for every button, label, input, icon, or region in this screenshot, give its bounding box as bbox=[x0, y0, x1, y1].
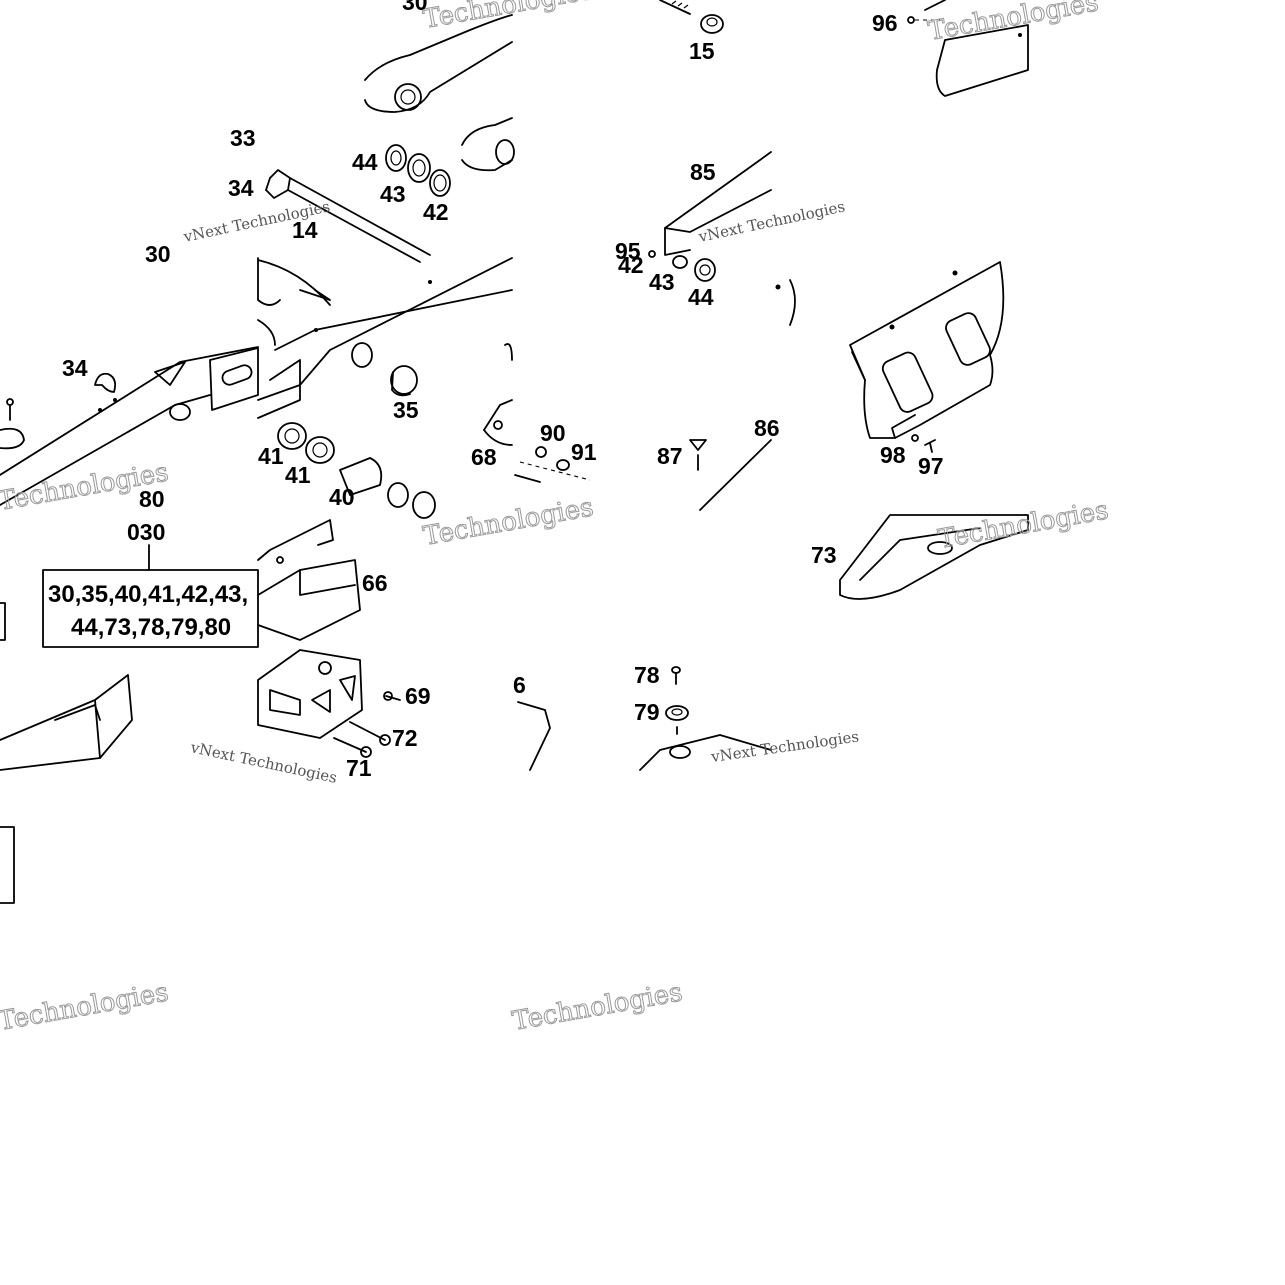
cap-35-drawing bbox=[390, 365, 418, 397]
kit-contents-line-2: 44,73,78,79,80 bbox=[71, 614, 231, 641]
guide-76-drawing bbox=[517, 701, 551, 771]
callout-76: 6 bbox=[513, 672, 526, 698]
callout-85: 85 bbox=[690, 159, 716, 185]
callout-44: 44 bbox=[352, 149, 378, 175]
callout-40: 40 bbox=[329, 484, 355, 510]
callout-66: 66 bbox=[362, 570, 388, 596]
chain-slider-drawing bbox=[257, 519, 361, 641]
swingarm-drawing bbox=[0, 257, 513, 506]
callout-43: 43 bbox=[380, 181, 406, 207]
kit-contents-line-1: 30,35,40,41,42,43, bbox=[48, 581, 248, 608]
callout-42: 42 bbox=[618, 252, 644, 278]
callout-95: 95 bbox=[615, 238, 641, 264]
callout-labels: 30 15 96 33 44 43 42 34 14 30 85 95 42 4… bbox=[62, 0, 944, 781]
callout-71: 71 bbox=[346, 755, 372, 781]
chain-guide-block-drawing bbox=[257, 649, 401, 758]
callout-34: 34 bbox=[62, 355, 88, 381]
adjuster-bolt-drawing bbox=[659, 0, 724, 34]
needle-bearings-drawing bbox=[277, 422, 436, 519]
watermark-outline: Technologies bbox=[0, 977, 171, 1036]
nut-washer-drawing bbox=[514, 446, 591, 483]
lower-swingarm-drawing bbox=[0, 674, 133, 771]
callout-91: 91 bbox=[571, 439, 597, 465]
chain-guard-side-drawing bbox=[849, 261, 1005, 453]
axle-drawing bbox=[265, 169, 431, 263]
callout-44: 44 bbox=[688, 284, 714, 310]
callout-87: 87 bbox=[657, 443, 683, 469]
bearing-set-drawing bbox=[385, 144, 451, 197]
screw-87-drawing bbox=[689, 439, 772, 511]
callout-41: 41 bbox=[285, 462, 311, 488]
callout-33: 33 bbox=[230, 125, 256, 151]
callout-030: 030 bbox=[127, 519, 165, 545]
callout-14: 14 bbox=[292, 217, 318, 243]
callout-98: 98 bbox=[880, 442, 906, 468]
callout-96: 96 bbox=[872, 10, 898, 36]
callout-79: 79 bbox=[634, 699, 660, 725]
callout-68: 68 bbox=[471, 444, 497, 470]
callout-34: 34 bbox=[228, 175, 254, 201]
callout-35: 35 bbox=[393, 397, 419, 423]
clamp-drawing bbox=[0, 372, 117, 450]
callout-43: 43 bbox=[649, 269, 675, 295]
callout-80: 80 bbox=[139, 486, 165, 512]
callout-30: 30 bbox=[402, 0, 428, 15]
watermark-group: vNext Technologies vNext Technologies vN… bbox=[0, 0, 1111, 1037]
callout-72: 72 bbox=[392, 725, 418, 751]
watermark-outline: Technologies bbox=[421, 492, 596, 551]
watermark-script: vNext Technologies bbox=[696, 197, 846, 246]
watermark-outline: Technologies bbox=[421, 0, 596, 35]
watermark-script: vNext Technologies bbox=[188, 738, 338, 787]
callout-69: 69 bbox=[405, 683, 431, 709]
bracket-85-drawing bbox=[648, 151, 796, 326]
callout-97: 97 bbox=[918, 453, 944, 479]
callout-41: 41 bbox=[258, 443, 284, 469]
watermark-outline: Technologies bbox=[936, 495, 1111, 554]
callout-78: 78 bbox=[634, 662, 660, 688]
watermark-outline: Technologies bbox=[926, 0, 1101, 47]
linkage-arm-drawing bbox=[364, 14, 515, 172]
watermark-script: vNext Technologies bbox=[709, 727, 860, 766]
callout-73: 73 bbox=[811, 542, 837, 568]
bracket-68-drawing bbox=[483, 343, 513, 446]
callout-30: 30 bbox=[145, 241, 171, 267]
callout-86: 86 bbox=[754, 415, 780, 441]
kit-box bbox=[42, 569, 259, 648]
chain-guide-73-drawing bbox=[839, 514, 1029, 600]
callout-90: 90 bbox=[540, 420, 566, 446]
chain-guard-top-drawing bbox=[907, 0, 1029, 97]
callout-42: 42 bbox=[423, 199, 449, 225]
watermark-outline: Technologies bbox=[510, 977, 685, 1036]
callout-15: 15 bbox=[689, 38, 715, 64]
bolt-washer-78-79-drawing bbox=[639, 666, 772, 771]
